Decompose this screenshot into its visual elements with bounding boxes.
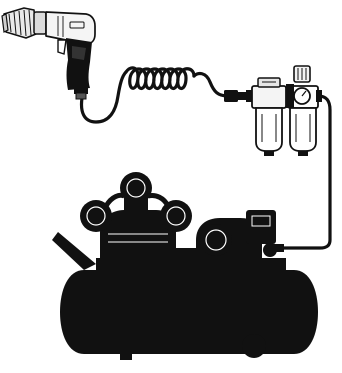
compressor-motor: [196, 210, 284, 260]
quick-coupler: [224, 90, 248, 102]
filter-regulator-lubricator: [246, 66, 322, 156]
compressor-handle: [52, 232, 96, 270]
air-drill: [2, 8, 95, 99]
drill-handle: [66, 38, 92, 90]
hose-coil: [126, 68, 194, 89]
compressor-wheel: [242, 334, 266, 358]
air-compressor: [52, 172, 318, 360]
drill-trigger: [58, 40, 66, 54]
filter-bowl: [256, 108, 282, 151]
compressor-tank: [60, 270, 318, 354]
lubricator-bowl: [290, 108, 316, 151]
compressor-pump: [80, 172, 192, 258]
drill-chuck: [2, 8, 36, 38]
